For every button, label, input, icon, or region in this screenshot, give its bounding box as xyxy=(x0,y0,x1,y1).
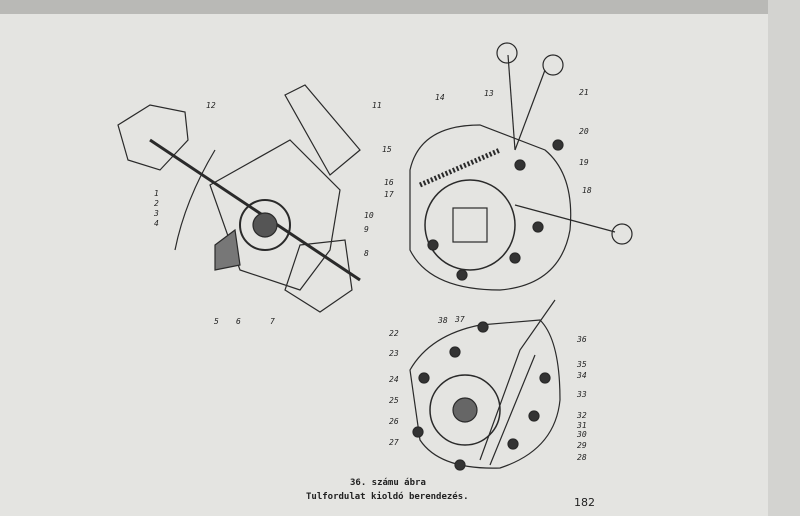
label-20: 20 xyxy=(579,127,589,136)
bottom-view xyxy=(409,299,561,471)
label-8: 8 xyxy=(364,249,369,258)
label-35: 35 xyxy=(576,360,587,369)
label-18: 18 xyxy=(582,186,592,195)
paper-sheet xyxy=(0,14,768,516)
label-24: 24 xyxy=(389,375,399,384)
label-19: 19 xyxy=(579,158,589,167)
scan-edge xyxy=(768,0,800,516)
label-5: 5 xyxy=(214,317,219,326)
label-16: 16 xyxy=(384,178,394,187)
label-9: 9 xyxy=(364,225,369,234)
label-22: 22 xyxy=(389,329,399,338)
label-12: 12 xyxy=(206,101,216,110)
label-6: 6 xyxy=(236,317,241,326)
page-number: 182 xyxy=(574,496,595,509)
label-34: 34 xyxy=(576,371,587,380)
label-11: 11 xyxy=(372,101,382,110)
label-27: 27 xyxy=(389,438,399,447)
label-15: 15 xyxy=(382,145,392,154)
label-37: 37 xyxy=(454,315,465,324)
label-3: 3 xyxy=(153,209,159,218)
label-23: 23 xyxy=(389,349,399,358)
label-32: 32 xyxy=(576,411,587,420)
figure-number: 36. számu ábra xyxy=(350,478,426,488)
label-13: 13 xyxy=(484,89,494,98)
label-10: 10 xyxy=(364,211,374,220)
label-29: 29 xyxy=(577,441,587,450)
label-2: 2 xyxy=(154,199,159,208)
label-36: 36 xyxy=(576,335,587,344)
label-30: 30 xyxy=(576,430,587,439)
label-4: 4 xyxy=(154,219,159,228)
label-31: 31 xyxy=(576,421,587,430)
label-26: 26 xyxy=(389,417,399,426)
figure-title: Tulfordulat kioldó berendezés. xyxy=(306,492,469,502)
label-7: 7 xyxy=(270,317,275,326)
label-28: 28 xyxy=(577,453,587,462)
label-1: 1 xyxy=(154,189,159,198)
label-17: 17 xyxy=(384,190,394,199)
label-33: 33 xyxy=(576,390,587,399)
left-section-view xyxy=(117,84,361,313)
label-21: 21 xyxy=(579,88,589,97)
label-38: 38 xyxy=(437,316,448,325)
label-25: 25 xyxy=(389,396,399,405)
label-14: 14 xyxy=(435,93,445,102)
top-right-view xyxy=(409,42,633,291)
